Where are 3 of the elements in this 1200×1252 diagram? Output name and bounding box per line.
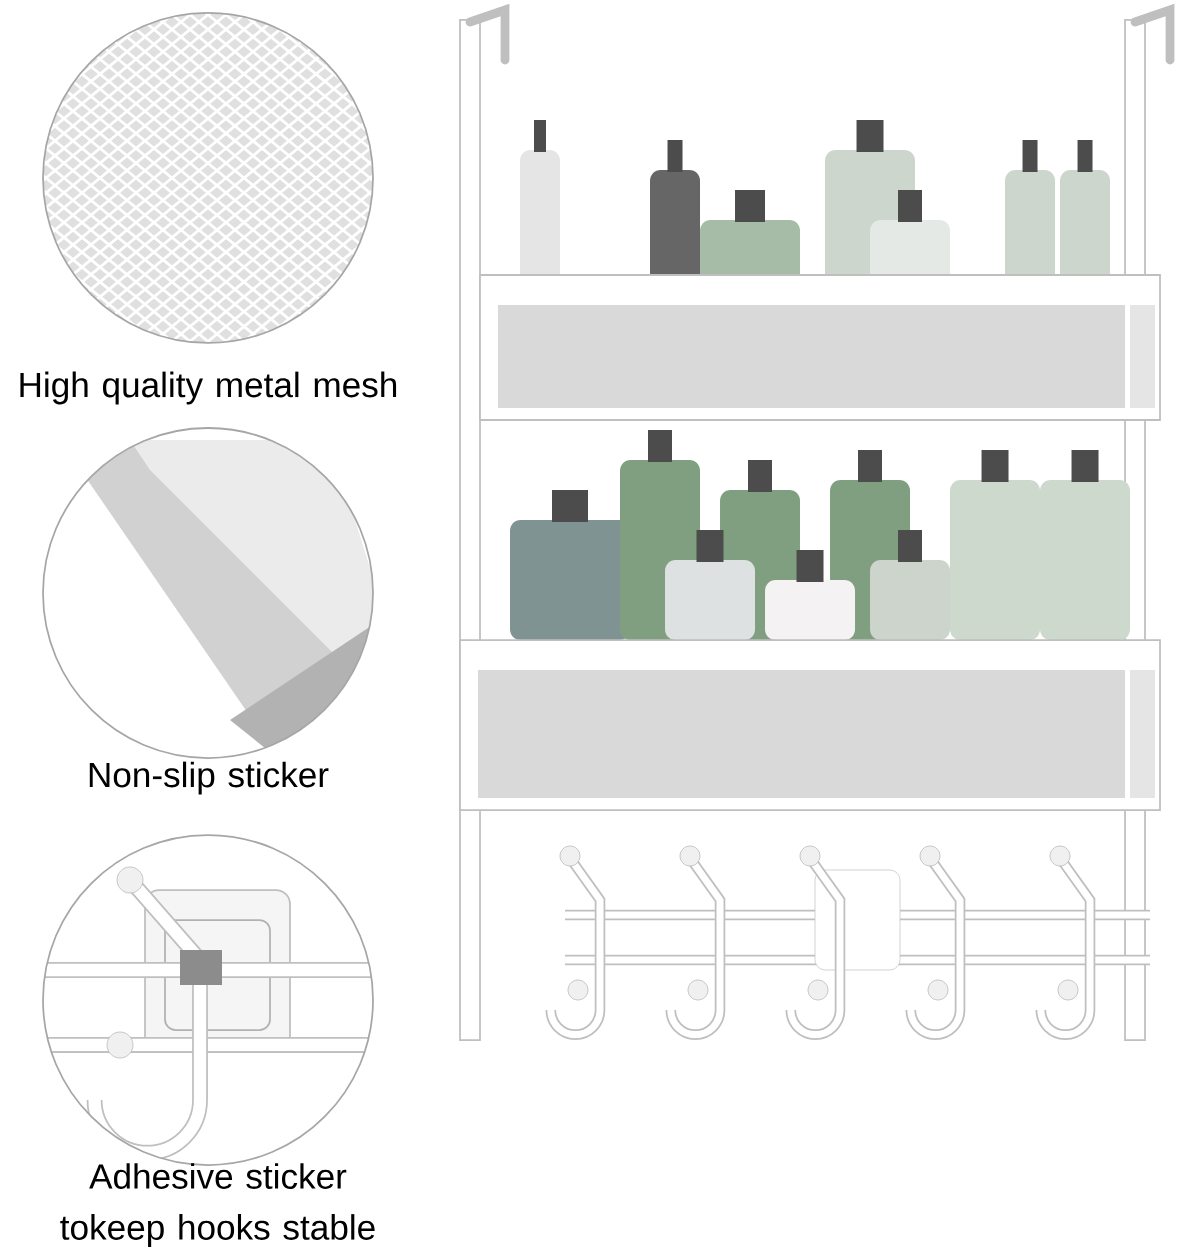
caption: High quality metal mesh: [20, 371, 397, 405]
caption: Adhesive sticker tokeep hooks stable: [60, 1163, 375, 1247]
caption: Non-slip sticker: [89, 761, 329, 795]
